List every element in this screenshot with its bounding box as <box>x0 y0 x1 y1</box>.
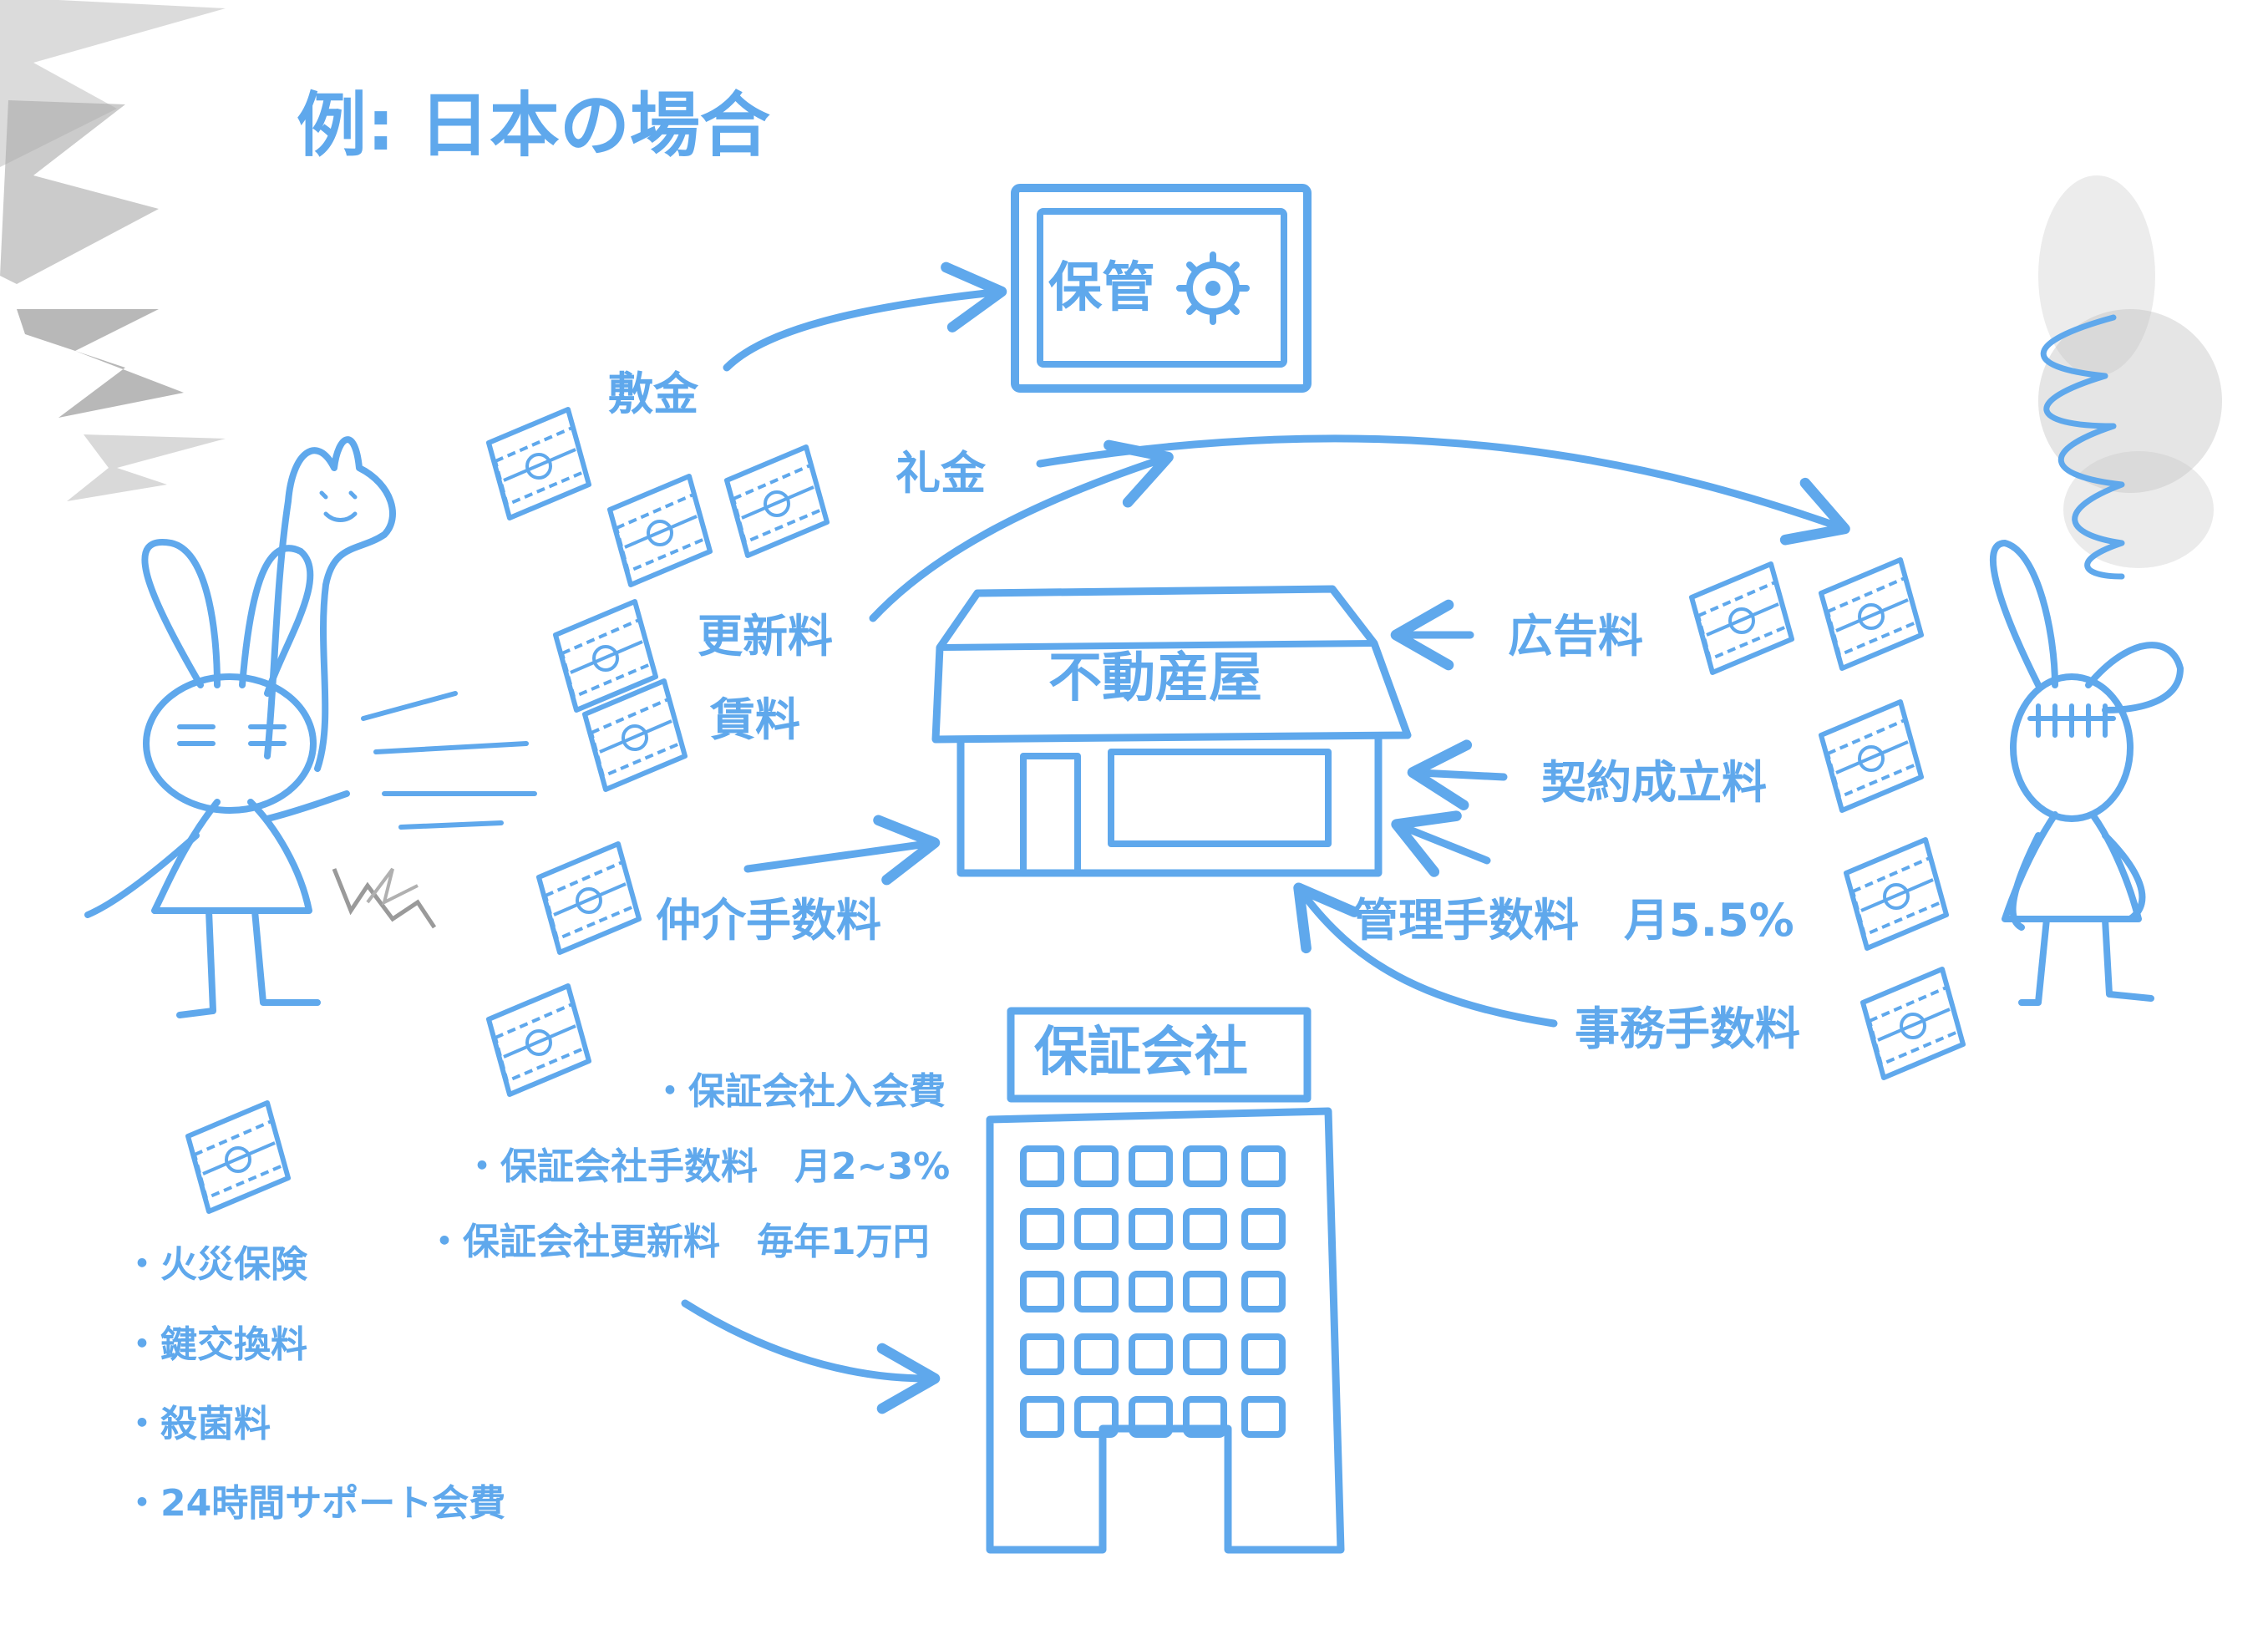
guarantor-building <box>986 1007 1345 1554</box>
gear-icon <box>1176 251 1250 325</box>
arrow-key-money <box>1036 434 1850 546</box>
ad-fee-label: 広告料 <box>1508 610 1643 663</box>
rent-label: 賃料 <box>710 693 800 746</box>
guarantor-fee-item: ・保証会社手数料 月2~3% <box>464 1145 951 1188</box>
smoke-icon <box>2038 175 2222 580</box>
key-money-label: 礼金 <box>896 447 986 500</box>
guarantor-fee-item: ・保証会社更新料 毎年1万円 <box>426 1221 930 1263</box>
arrow-guarantor <box>681 1299 941 1414</box>
guarantor-fee-item: ・保証会社入会費 <box>652 1070 946 1113</box>
renewal-fee-label: 更新料 <box>698 610 833 663</box>
flow-arrows <box>681 261 1850 1414</box>
other-cost-item: ・24時間サポート会費 <box>124 1482 506 1525</box>
lightning-icon <box>0 0 437 929</box>
other-cost-item: ・鍵交換料 <box>124 1323 307 1366</box>
arrow-deposit <box>723 261 1007 372</box>
other-cost-item: ・殺菌料 <box>124 1403 271 1445</box>
other-cost-item: ・火災保険 <box>124 1243 307 1286</box>
arrow-management <box>1391 810 1491 877</box>
tenant-rabbit-icon <box>84 538 537 1018</box>
management-fee-label: 管理手数料 月5.5% <box>1353 894 1794 947</box>
admin-fee-label: 事務手数料 <box>1575 1003 1800 1055</box>
storage-label: 保管 <box>1048 257 1155 319</box>
guarantor-label: 保証会社 <box>1034 1022 1248 1084</box>
landlord-rabbit-icon <box>1989 540 2184 1006</box>
real-estate-building <box>931 585 1412 877</box>
real-estate-label: 不動産屋 <box>1048 647 1262 709</box>
storage-box <box>1011 184 1312 393</box>
contract-fee-label: 契約成立料 <box>1541 756 1767 809</box>
arrow-admin <box>1293 882 1558 1028</box>
arrow-contract <box>1407 739 1508 810</box>
arrow-renewal <box>869 439 1174 622</box>
ghost-icon <box>264 436 396 772</box>
arrow-brokerage <box>743 815 941 886</box>
deposit-label: 敷金 <box>608 368 698 420</box>
page-title: 例: 日本の場合 <box>297 84 770 166</box>
brokerage-fee-label: 仲介手数料 <box>656 894 881 947</box>
